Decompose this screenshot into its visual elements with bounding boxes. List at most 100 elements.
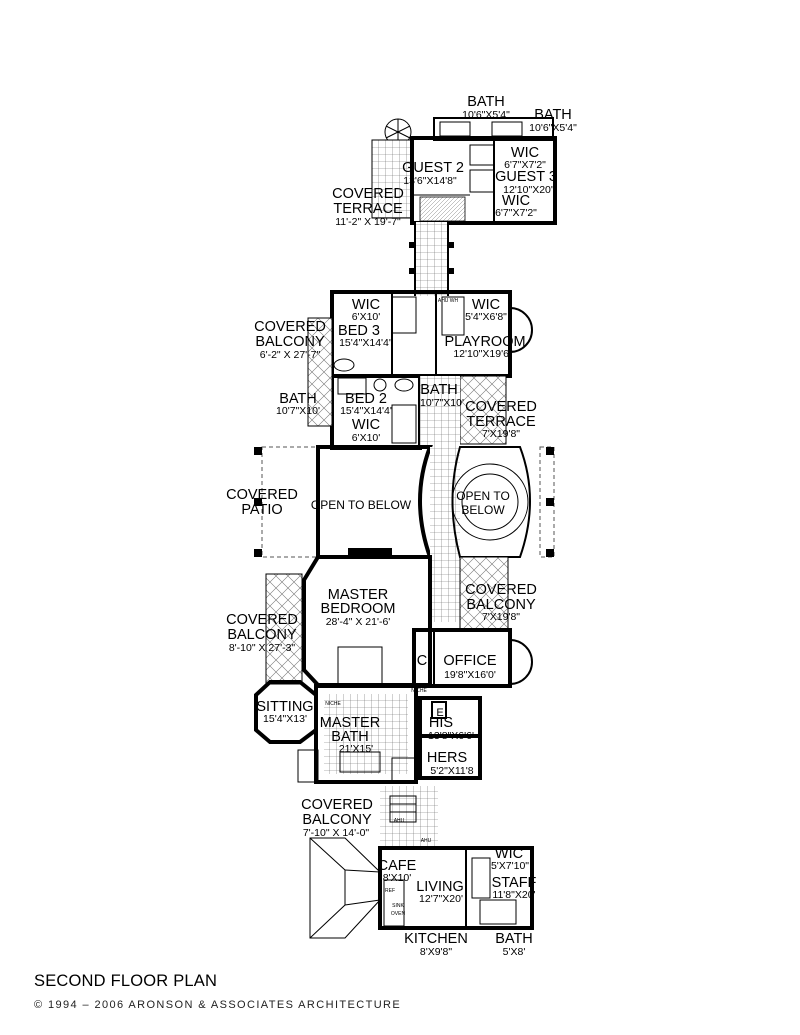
tag-niche-left: NICHE <box>325 701 341 707</box>
room-name-guest-2: GUEST 2 <box>402 160 464 176</box>
room-dims-bath-d: 10'7"X10' <box>420 397 464 409</box>
room-dims-wic-f: 5'X7'10" <box>491 860 529 872</box>
room-dims-bath-b: 10'6"X5'4" <box>529 122 577 134</box>
room-dims-covered-balcony-left: 6'-2" X 27'-7" <box>260 349 321 361</box>
tag-niche-right: NICHE <box>411 688 427 694</box>
room-name-bed-3: BED 3 <box>338 323 380 339</box>
room-name-staff: STAFF <box>492 875 537 891</box>
room-name-open-below-left: OPEN TO BELOW <box>311 498 412 512</box>
room-name-bed-2: BED 2 <box>345 391 387 407</box>
room-name-wic-d: WIC <box>472 297 500 313</box>
room-dims-wic-d: 5'4"X6'8" <box>465 311 507 323</box>
room-dims-covered-balcony-bottom: 7'-10" X 14'-0" <box>303 827 370 839</box>
room-dims-guest-2: 13'6"X14'8" <box>403 175 457 187</box>
room-dims-master-bedroom: 28'-4" X 21'-6' <box>326 616 391 628</box>
room-name-covered-terrace-right-2: TERRACE <box>466 414 536 430</box>
room-dims-bath-e: 5'X8' <box>503 946 526 958</box>
room-dims-sitting: 15'4"X13' <box>263 713 307 725</box>
room-name-bath-a: BATH <box>467 94 505 110</box>
room-name-covered-balcony-right-2: BALCONY <box>466 597 536 613</box>
room-name-covered-balcony-master-2: BALCONY <box>227 627 297 643</box>
room-name-open-below-right-2: BELOW <box>461 503 505 517</box>
covered-terrace-right-floor <box>460 376 506 444</box>
room-name-office: OFFICE <box>443 653 496 669</box>
plan-title: SECOND FLOOR PLAN <box>34 972 218 990</box>
room-dims-hers: 5'2"X11'8 <box>430 765 473 777</box>
room-dims-wic-a: 6'7"X7'2" <box>504 159 546 171</box>
tag-ahu-1: AHU <box>394 818 405 824</box>
room-dims-covered-balcony-right: 7'X19'8" <box>482 611 520 623</box>
top-wing <box>371 117 557 225</box>
room-name-guest-3: GUEST 3 <box>495 169 557 185</box>
room-dims-playroom: 12'10"X19'6" <box>453 348 513 360</box>
room-dims-bed-3: 15'4"X14'4' <box>339 337 391 349</box>
room-dims-covered-balcony-master: 8'-10" X 27'-3" <box>229 642 296 654</box>
room-name-wic-e: WIC <box>352 417 380 433</box>
room-dims-master-bath: 21'X15' <box>339 743 373 755</box>
room-name-closet-c: C. <box>417 653 432 669</box>
room-name-living: LIVING <box>416 879 464 895</box>
room-name-elevator: E <box>436 707 443 719</box>
room-name-hers: HERS <box>427 750 467 766</box>
guest-wing-walls <box>410 136 557 225</box>
room-name-open-below-right-1: OPEN TO <box>456 489 510 503</box>
room-name-master-bedroom-2: BEDROOM <box>321 601 396 617</box>
covered-balcony-left-floor <box>308 318 332 426</box>
room-name-wic-c: WIC <box>352 297 380 313</box>
room-name-covered-patio-1: COVERED <box>226 487 298 503</box>
gallery-top <box>415 222 448 296</box>
room-name-covered-balcony-bottom-1: COVERED <box>301 797 373 813</box>
room-dims-cafe: 8'X10' <box>383 872 412 884</box>
room-name-cafe: CAFE <box>378 858 417 874</box>
room-labels: BATH 10'6"X5'4" BATH 10'6"X5'4" WIC 6'7"… <box>226 94 577 958</box>
room-name-bath-b: BATH <box>534 107 572 123</box>
room-dims-wic-b: 6'7"X7'2" <box>495 207 537 219</box>
bedroom-wing <box>307 290 533 450</box>
room-dims-wic-e: 6'X10' <box>352 432 381 444</box>
room-name-covered-balcony-left-1: COVERED <box>254 319 326 335</box>
room-name-covered-balcony-bottom-2: BALCONY <box>302 812 372 828</box>
room-name-his: HIS <box>429 715 453 731</box>
room-name-covered-terrace-top-2: TERRACE <box>333 201 403 217</box>
room-dims-bath-c: 10'7"X10' <box>276 405 320 417</box>
staff-wing <box>309 786 534 939</box>
room-dims-guest-3: 12'10"X20' <box>503 184 553 196</box>
tag-ahu-wh: AHU WH <box>438 298 459 304</box>
room-name-wic-f: WIC <box>495 846 523 862</box>
room-name-sitting: SITTING <box>256 699 313 715</box>
room-name-playroom: PLAYROOM <box>444 334 525 350</box>
tag-sink: SINK <box>392 903 404 909</box>
room-name-covered-patio-2: PATIO <box>241 502 282 518</box>
tag-ahu-2: AHU <box>421 838 432 844</box>
room-name-master-bath-1: MASTER <box>320 715 380 731</box>
room-dims-wic-c: 6'X10' <box>352 311 381 323</box>
room-name-covered-balcony-right-1: COVERED <box>465 582 537 598</box>
tag-oven: OVEN <box>391 911 406 917</box>
covered-terrace-top-floor <box>372 140 412 218</box>
room-name-covered-terrace-top-1: COVERED <box>332 186 404 202</box>
room-name-bath-d: BATH <box>420 382 458 398</box>
room-dims-covered-terrace-top: 11'-2" X 19'-7" <box>335 216 401 228</box>
room-name-wic-a: WIC <box>511 145 539 161</box>
open-to-below-zone <box>254 445 555 622</box>
room-dims-kitchen: 8'X9'8" <box>420 946 453 958</box>
room-dims-bath-a: 10'6"X5'4" <box>462 109 510 121</box>
room-name-kitchen: KITCHEN <box>404 931 468 947</box>
master-suite <box>254 548 533 784</box>
tag-ref: REF <box>385 888 395 894</box>
room-dims-his: 13'8"X6'6' <box>428 730 474 742</box>
room-name-covered-balcony-left-2: BALCONY <box>255 334 325 350</box>
room-dims-bed-2: 15'4"X14'4' <box>340 405 392 417</box>
room-dims-living: 12'7"X20' <box>419 893 463 905</box>
room-name-master-bedroom-1: MASTER <box>328 587 388 603</box>
copyright-line: © 1994 – 2006 ARONSON & ASSOCIATES ARCHI… <box>34 999 402 1011</box>
room-name-master-bath-2: BATH <box>331 729 369 745</box>
room-dims-staff: 11'8"X20' <box>492 889 535 901</box>
room-name-covered-terrace-right-1: COVERED <box>465 399 537 415</box>
room-name-bath-e: BATH <box>495 931 533 947</box>
room-dims-covered-terrace-right: 7'X19'8" <box>482 428 520 440</box>
room-dims-office: 19'8"X16'0' <box>444 669 496 681</box>
room-name-wic-b: WIC <box>502 193 530 209</box>
room-name-covered-balcony-master-1: COVERED <box>226 612 298 628</box>
